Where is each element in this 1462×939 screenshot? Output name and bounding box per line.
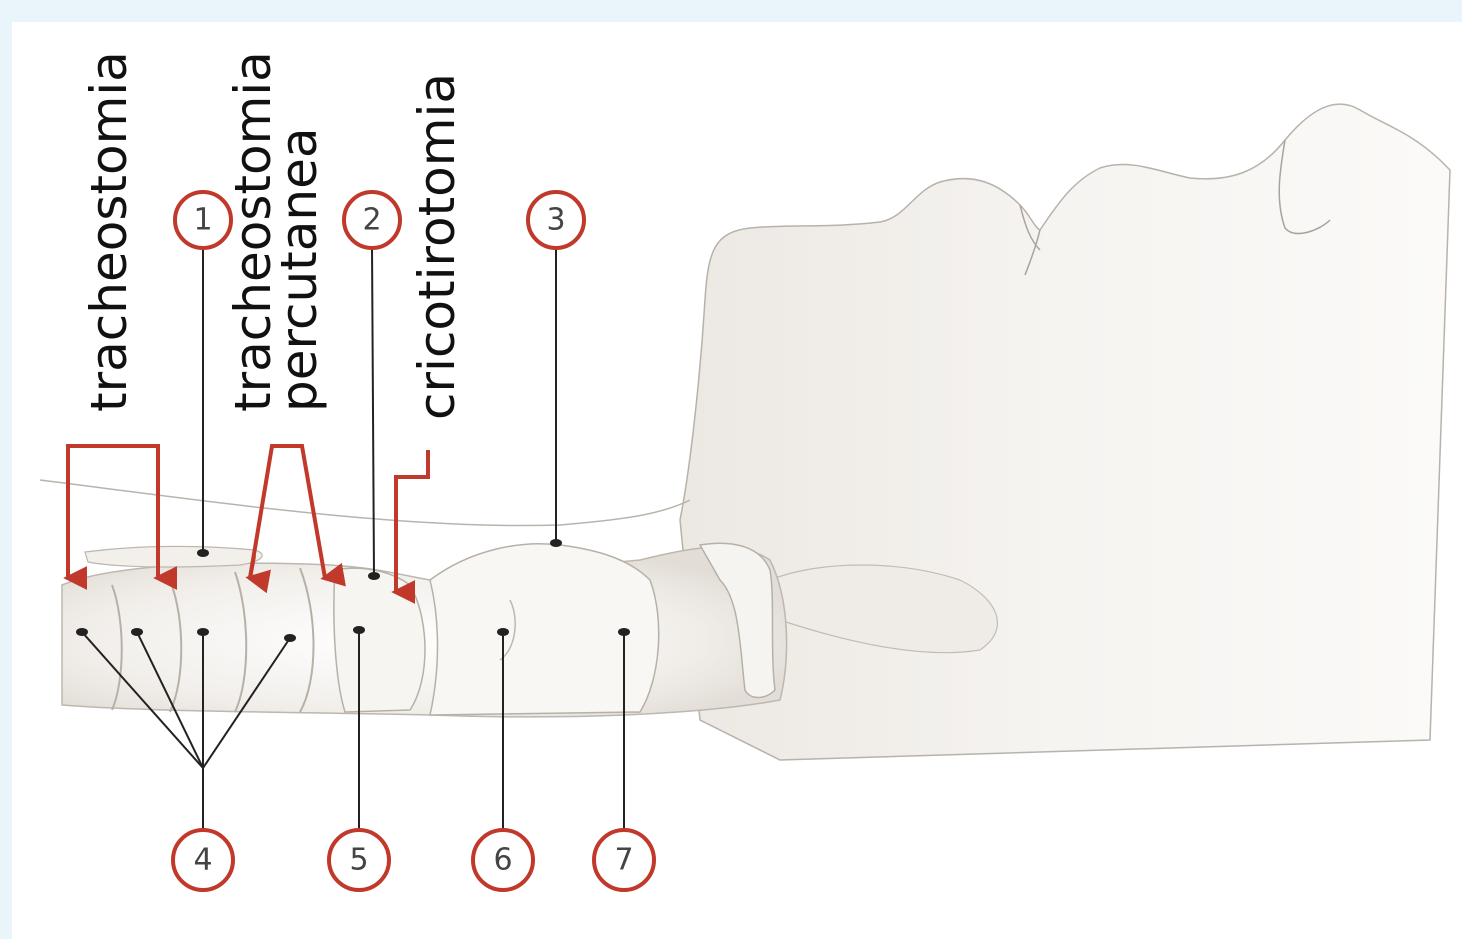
point-1 [197, 549, 209, 557]
marker-6: 6 [473, 830, 533, 890]
marker-number-1: 1 [193, 203, 212, 238]
label-percutanea-line2: percutanea [276, 51, 322, 412]
point-4d [284, 634, 296, 642]
marker-number-5: 5 [349, 843, 368, 878]
thyroid-gland [85, 546, 262, 567]
label-cricotirotomia: cricotirotomia [414, 73, 460, 420]
point-4b [131, 628, 143, 636]
marker-number-2: 2 [362, 203, 381, 238]
point-6 [497, 628, 509, 636]
marker-4: 4 [173, 830, 233, 890]
marker-number-4: 4 [193, 843, 212, 878]
point-2 [368, 572, 380, 580]
marker-2: 2 [344, 192, 400, 248]
label-tracheostomia-percutanea: tracheostomia percutanea [230, 51, 322, 412]
marker-1: 1 [175, 192, 231, 248]
point-4a [76, 628, 88, 636]
marker-5: 5 [329, 830, 389, 890]
point-5 [353, 626, 365, 634]
point-4c [197, 628, 209, 636]
marker-7: 7 [594, 830, 654, 890]
marker-number-3: 3 [546, 203, 565, 238]
label-tracheostomia: tracheostomia [86, 51, 132, 412]
label-cricotirotomia-text: cricotirotomia [414, 73, 460, 420]
marker-number-7: 7 [614, 843, 633, 878]
label-tracheostomia-text: tracheostomia [86, 51, 132, 412]
point-7 [618, 628, 630, 636]
cricoid-cartilage [334, 568, 425, 712]
marker-number-6: 6 [493, 843, 512, 878]
marker-3: 3 [528, 192, 584, 248]
point-3 [550, 539, 562, 547]
